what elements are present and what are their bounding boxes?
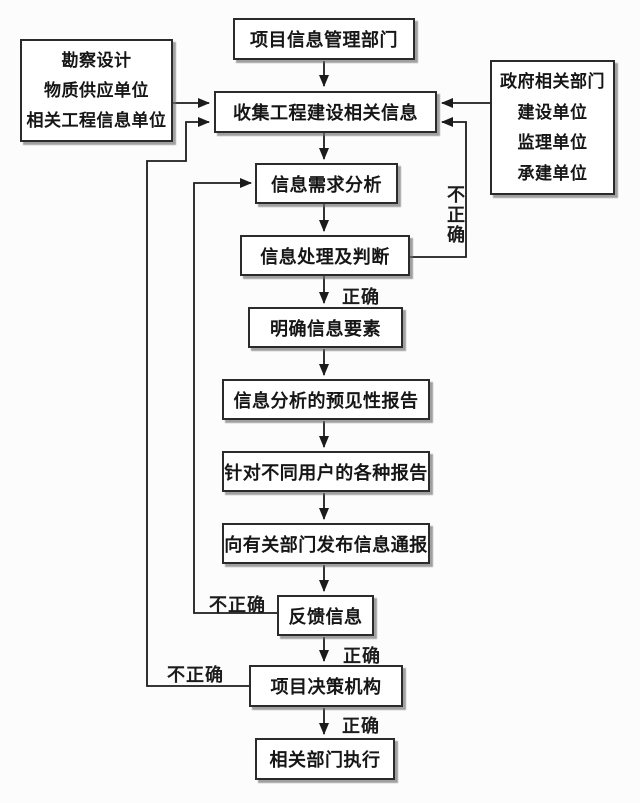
node-label: 项目决策机构 xyxy=(270,677,382,697)
node-label: 相关部门执行 xyxy=(269,750,381,770)
node-clarify-elements: 明确信息要素 xyxy=(248,307,403,348)
node-label: 向有关部门发布信息通报 xyxy=(224,534,428,555)
node-execute: 相关部门执行 xyxy=(255,738,395,780)
node-line: 承建单位 xyxy=(517,164,588,184)
node-line: 监理单位 xyxy=(517,133,588,153)
node-feedback: 反馈信息 xyxy=(277,595,374,636)
connector-decision-incorrect-to-collect xyxy=(146,117,249,687)
edge-label-incorrect-after-feedback: 不正确 xyxy=(209,595,266,615)
node-label: 反馈信息 xyxy=(288,606,363,627)
node-demand-analysis: 信息需求分析 xyxy=(255,163,398,204)
node-line: 相关工程信息单位 xyxy=(26,111,167,131)
edge-label-correct-after-feedback: 正确 xyxy=(343,646,381,666)
node-label: 项目信息管理部门 xyxy=(250,30,398,50)
node-line: 物质供应单位 xyxy=(44,80,149,100)
node-label: 针对不同用户的各种报告 xyxy=(224,462,428,483)
node-line: 建设单位 xyxy=(517,102,588,122)
node-label: 信息分析的预见性报告 xyxy=(233,390,419,411)
node-notify-depts: 向有关部门发布信息通报 xyxy=(222,523,430,564)
node-project-info-dept: 项目信息管理部门 xyxy=(233,18,415,60)
node-foresight-report: 信息分析的预见性报告 xyxy=(222,379,430,420)
node-decision-org: 项目决策机构 xyxy=(249,665,403,707)
node-collect-info: 收集工程建设相关信息 xyxy=(214,91,437,133)
node-left-info-sources: 勘察设计 物质供应单位 相关工程信息单位 xyxy=(20,39,173,142)
connector-judge-incorrect-to-collect xyxy=(410,117,467,258)
node-process-judge: 信息处理及判断 xyxy=(240,235,410,276)
node-label: 信息需求分析 xyxy=(271,174,382,195)
node-line: 政府相关部门 xyxy=(500,71,605,91)
node-label: 收集工程建设相关信息 xyxy=(233,103,418,123)
edge-label-incorrect-after-judge: 不正确 xyxy=(445,185,465,245)
node-line: 勘察设计 xyxy=(61,50,132,70)
node-user-reports: 针对不同用户的各种报告 xyxy=(222,451,430,492)
node-label: 信息处理及判断 xyxy=(260,246,390,267)
edge-label-correct-after-judge: 正确 xyxy=(342,287,380,307)
connector-feedback-incorrect-to-demand xyxy=(193,178,277,614)
node-label: 明确信息要素 xyxy=(270,318,381,339)
edge-label-incorrect-after-decision: 不正确 xyxy=(167,665,224,685)
node-right-info-sources: 政府相关部门 建设单位 监理单位 承建单位 xyxy=(490,60,615,195)
edge-label-correct-after-decision: 正确 xyxy=(342,716,380,736)
